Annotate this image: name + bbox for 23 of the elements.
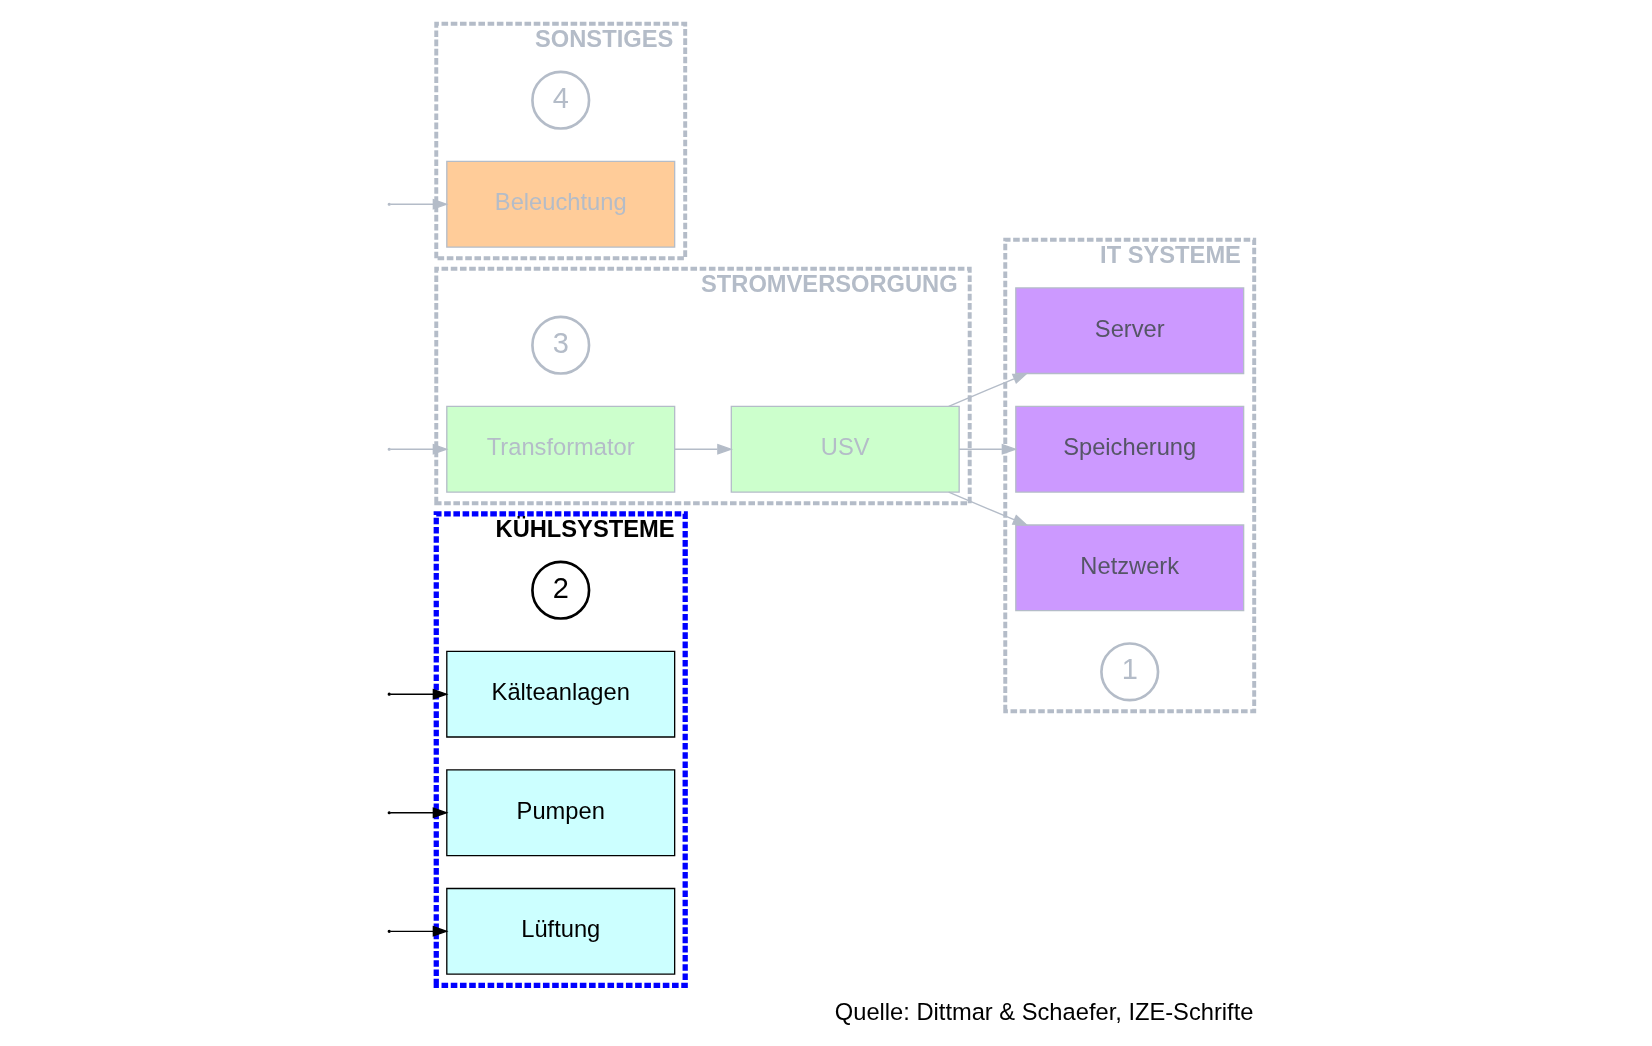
node-box: Speicherung	[1014, 405, 1244, 493]
node-box: Netzwerk	[1014, 524, 1244, 612]
arrow	[389, 925, 448, 937]
caption: Quelle: Dittmar & Schaefer, IZE-Schrifte	[834, 999, 1253, 1026]
node-box: Beleuchtung	[445, 160, 675, 248]
node-circle: 4	[530, 70, 590, 130]
arrow	[958, 443, 1017, 455]
arrow	[389, 198, 448, 210]
node-circle: 2	[530, 560, 590, 620]
node-box: Lüftung	[445, 887, 675, 975]
arrow	[389, 688, 448, 700]
node-box: Transformator	[445, 405, 675, 493]
node-box: Server	[1014, 287, 1244, 375]
arrow	[389, 443, 448, 455]
node-circle: 3	[530, 315, 590, 375]
arrow	[389, 807, 448, 819]
arrow	[947, 372, 1028, 407]
arrow	[673, 443, 733, 455]
node-circle: 1	[1099, 642, 1159, 702]
node-box: Pumpen	[445, 769, 675, 857]
node-box: Kälteanlagen	[445, 650, 675, 738]
node-box: USV	[730, 405, 960, 493]
arrow	[947, 491, 1028, 526]
